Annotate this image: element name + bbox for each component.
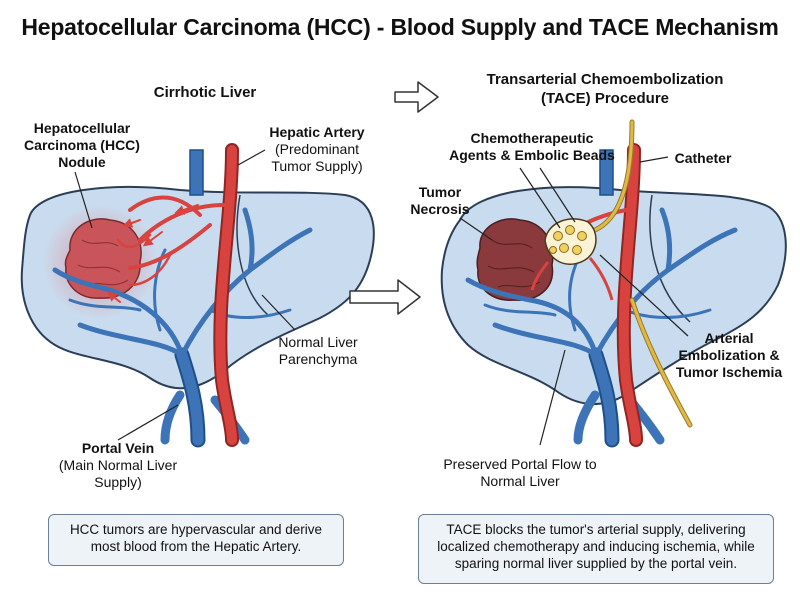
leader-portal-vein bbox=[117, 404, 179, 441]
top-arrow bbox=[394, 81, 439, 113]
left-portal-vein-tree bbox=[52, 149, 313, 448]
left-liver-right-lobe bbox=[236, 194, 269, 316]
necrosis-label: Tumor Necrosis bbox=[410, 184, 470, 217]
hepatic-artery-label: Hepatic Artery (Predominant Tumor Supply… bbox=[258, 124, 376, 175]
leader-hepatic-artery bbox=[237, 149, 266, 166]
left-panel-heading: Cirrhotic Liver bbox=[153, 84, 257, 101]
right-liver bbox=[440, 186, 787, 406]
left-note: HCC tumors are hypervascular and derive … bbox=[48, 514, 344, 566]
portal-vein-label: Portal Vein (Main Normal Liver Supply) bbox=[58, 440, 178, 491]
leader-parenchyma bbox=[261, 294, 296, 331]
right-note: TACE blocks the tumor's arterial supply,… bbox=[418, 514, 774, 584]
parenchyma-label: Normal Liver Parenchyma bbox=[278, 334, 358, 367]
left-ivc-stub bbox=[189, 149, 204, 196]
embolization-label: Arterial Embolization & Tumor Ischemia bbox=[675, 330, 783, 380]
leader-agents-1 bbox=[519, 167, 561, 229]
hepatic-artery-detail: (Predominant Tumor Supply) bbox=[271, 141, 363, 174]
leader-catheter bbox=[639, 156, 669, 163]
left-hepatic-artery bbox=[106, 143, 239, 447]
left-liver bbox=[20, 186, 375, 390]
hepatic-artery-name: Hepatic Artery bbox=[269, 124, 365, 140]
right-liver-right-lobe bbox=[649, 194, 691, 323]
panel-arrows bbox=[349, 81, 439, 315]
portal-vein-detail: (Main Normal Liver Supply) bbox=[58, 457, 178, 490]
portal-vein-name: Portal Vein bbox=[81, 440, 155, 456]
hcc-nodule-label: Hepatocellular Carcinoma (HCC) Nodule bbox=[24, 120, 140, 170]
leader-hcc-nodule bbox=[74, 171, 93, 229]
leader-portal-flow bbox=[539, 349, 566, 446]
leader-lines bbox=[74, 149, 689, 446]
portal-flow-label: Preserved Portal Flow to Normal Liver bbox=[443, 456, 597, 489]
embolic-bead-cluster bbox=[530, 218, 614, 301]
catheter-label: Catheter bbox=[674, 150, 732, 166]
catheter bbox=[587, 119, 693, 428]
right-ivc-stub bbox=[599, 149, 614, 196]
leader-embolization bbox=[599, 254, 689, 337]
right-panel-heading: Transarterial Chemoembolization (TACE) P… bbox=[486, 71, 724, 107]
necrotic-tumor bbox=[476, 218, 554, 301]
agents-label: Chemotherapeutic Agents & Embolic Beads bbox=[449, 130, 615, 163]
middle-arrow bbox=[349, 279, 421, 315]
leader-agents-2 bbox=[539, 167, 576, 223]
leader-necrosis bbox=[459, 217, 493, 241]
page-title: Hepatocellular Carcinoma (HCC) - Blood S… bbox=[21, 14, 779, 40]
